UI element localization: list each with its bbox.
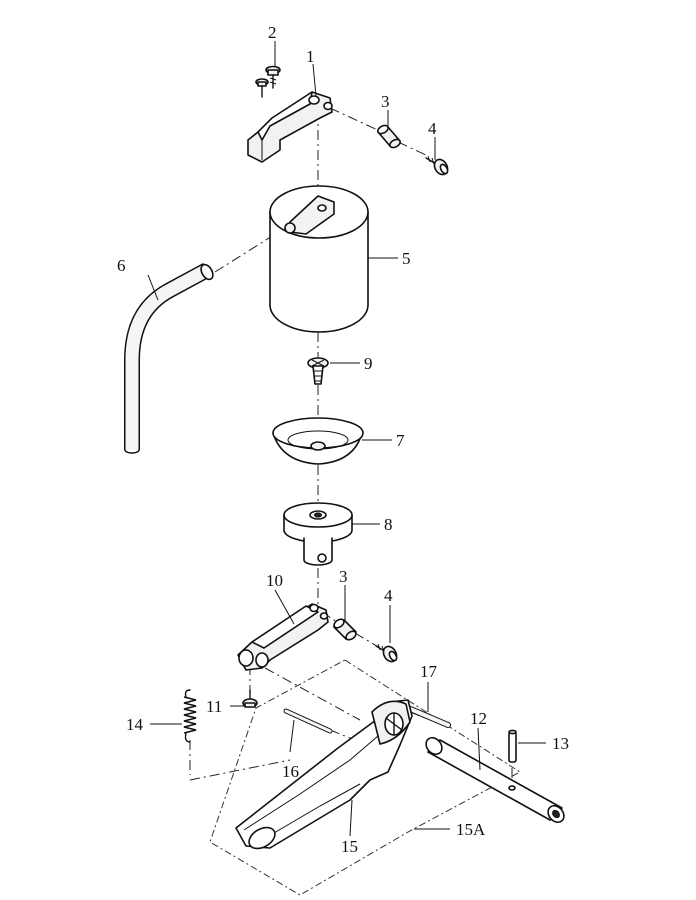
part-17-pin (405, 705, 451, 728)
label-part-5: 5 (402, 249, 411, 268)
part-15-pedal-lever (235, 699, 413, 850)
label-part-17: 17 (420, 662, 438, 681)
part-11-screw (242, 689, 258, 708)
part-13-pin (508, 729, 517, 763)
label-part-9: 9 (364, 354, 373, 373)
part-16-pin (283, 708, 333, 734)
part-8-piston (283, 502, 353, 566)
part-2-screws (255, 65, 281, 98)
part-10-lower-bracket (237, 603, 329, 671)
part-3-upper-bushing (377, 124, 401, 149)
part-12-shaft (425, 736, 565, 824)
leader-lines (147, 41, 546, 837)
label-part-1: 1 (306, 47, 315, 66)
part-labels: 1 2 3 4 5 6 7 8 9 10 3 4 11 12 13 14 15 … (117, 23, 569, 856)
label-part-11: 11 (206, 697, 222, 716)
part-4-upper-bolt (425, 155, 449, 176)
part-3-lower-bushing (333, 618, 357, 641)
label-part-3-lower: 3 (339, 567, 348, 586)
label-part-8: 8 (384, 515, 393, 534)
label-part-4-lower: 4 (384, 586, 393, 605)
part-7-dish (272, 417, 364, 465)
part-1-upper-bracket (247, 91, 333, 163)
label-part-15a: 15A (456, 820, 486, 839)
label-part-4-upper: 4 (428, 119, 437, 138)
label-part-6: 6 (117, 256, 126, 275)
group-15a-boundary (209, 659, 521, 896)
part-14-spring (183, 689, 197, 743)
part-9-screw (307, 357, 329, 385)
label-part-13: 13 (552, 734, 569, 753)
label-part-3-upper: 3 (381, 92, 390, 111)
label-part-10: 10 (266, 571, 283, 590)
label-part-15: 15 (341, 837, 358, 856)
label-part-16: 16 (282, 762, 299, 781)
part-5-cylinder (269, 185, 369, 333)
label-part-2: 2 (268, 23, 277, 42)
part-6-hose (124, 262, 214, 454)
label-part-12: 12 (470, 709, 487, 728)
label-part-7: 7 (396, 431, 405, 450)
label-part-14: 14 (126, 715, 144, 734)
part-4-lower-bolt (375, 643, 398, 663)
